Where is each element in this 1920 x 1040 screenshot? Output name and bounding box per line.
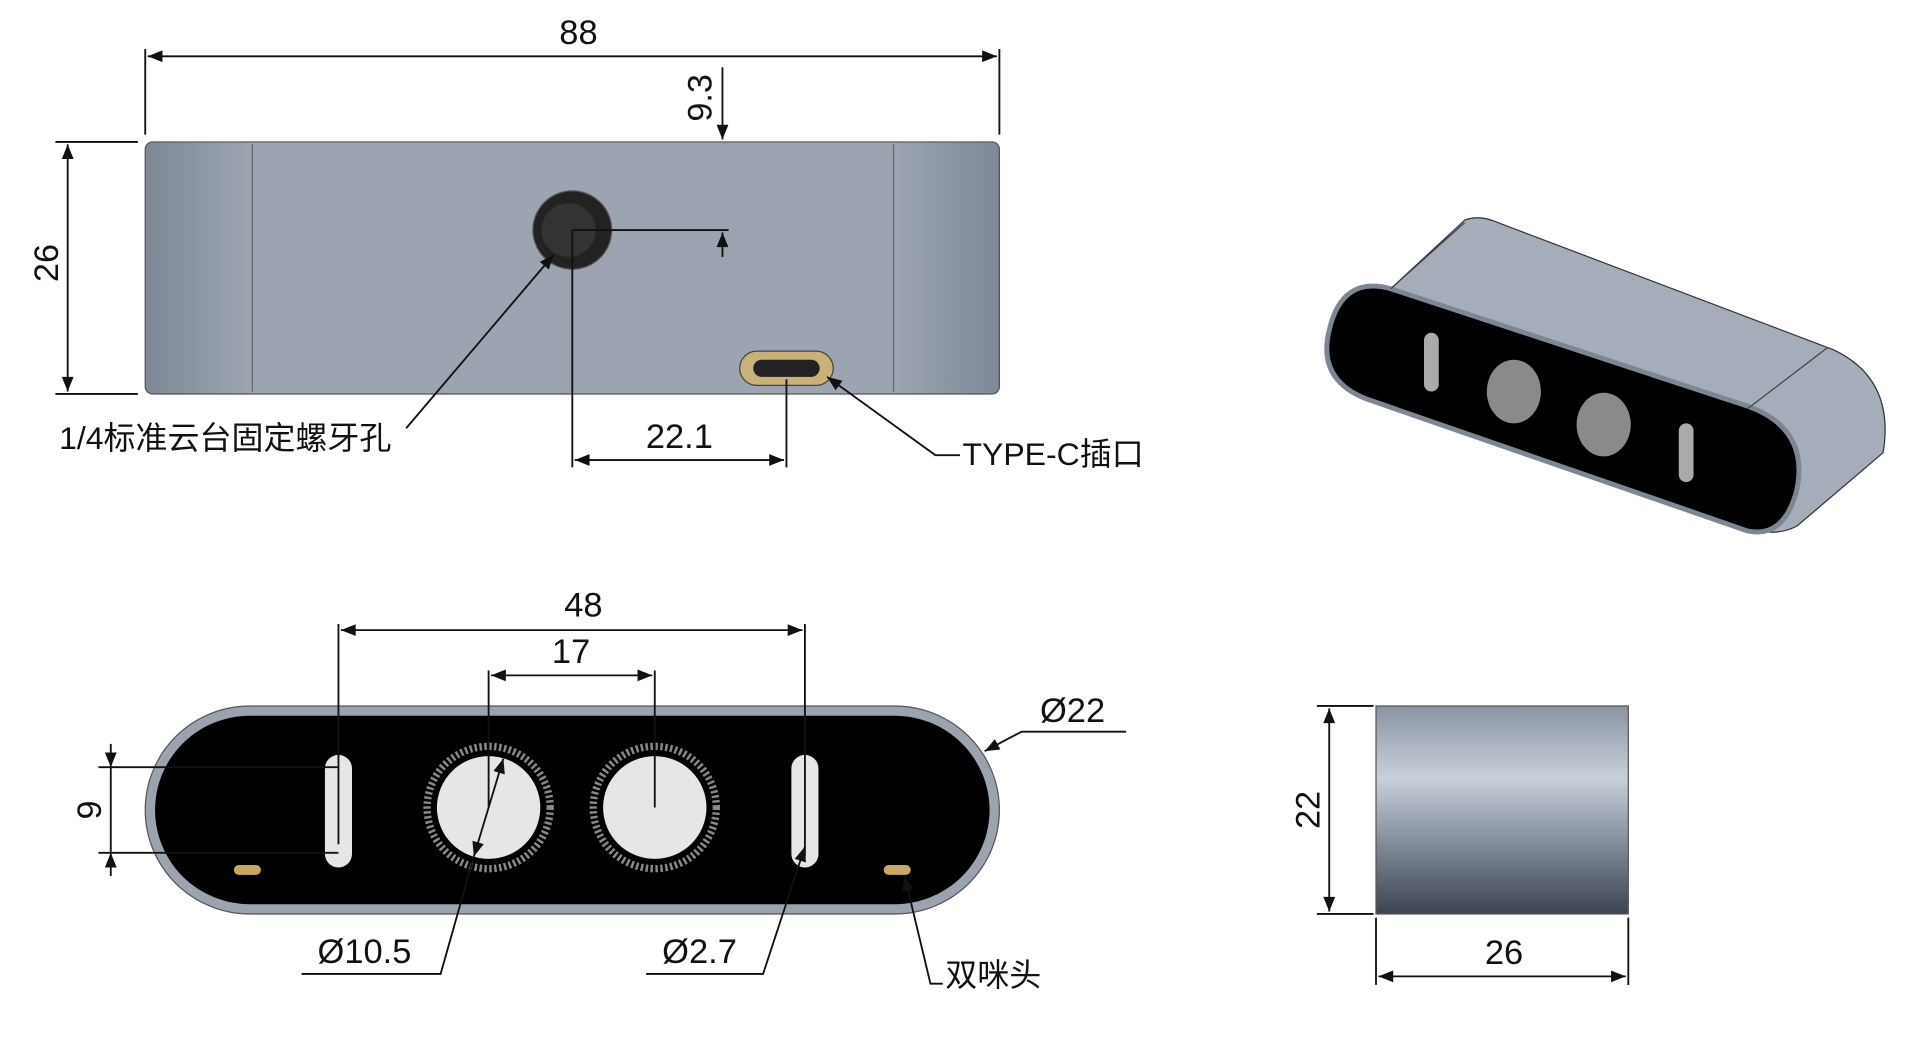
usb-label: TYPE-C插口 (962, 436, 1143, 472)
dim-slot-height: 9 (71, 800, 109, 819)
mic-left (233, 865, 261, 875)
mic-right (883, 865, 911, 875)
dim-inner: 17 (552, 633, 590, 671)
screw-hole-label: 1/4标准云台固定螺牙孔 (59, 420, 391, 456)
dim-end-diameter: Ø22 (1040, 692, 1105, 730)
lens-view: 48 17 9 Ø10.5 Ø2.7 Ø22 双咪头 (71, 587, 1127, 993)
camera-face (155, 715, 990, 905)
dim-side-depth: 26 (1485, 934, 1523, 972)
front-view: 88 26 9.3 22.1 1/4标准云台固定螺牙孔 TYPE-C插口 (28, 14, 1144, 472)
dim-slot-width: Ø2.7 (662, 933, 737, 971)
isometric-view (1324, 217, 1886, 535)
side-view: 22 26 (1289, 705, 1630, 985)
dim-width: 88 (559, 14, 597, 52)
dim-side-height: 22 (1289, 791, 1327, 829)
dim-height: 26 (28, 244, 66, 282)
mic-label: 双咪头 (945, 957, 1041, 993)
dim-outer: 48 (564, 587, 602, 625)
dim-usb-offset: 22.1 (646, 418, 713, 456)
dim-hole-offset: 9.3 (681, 74, 719, 122)
camera-side (1375, 705, 1629, 915)
dim-lens-diameter: Ø10.5 (318, 933, 412, 971)
